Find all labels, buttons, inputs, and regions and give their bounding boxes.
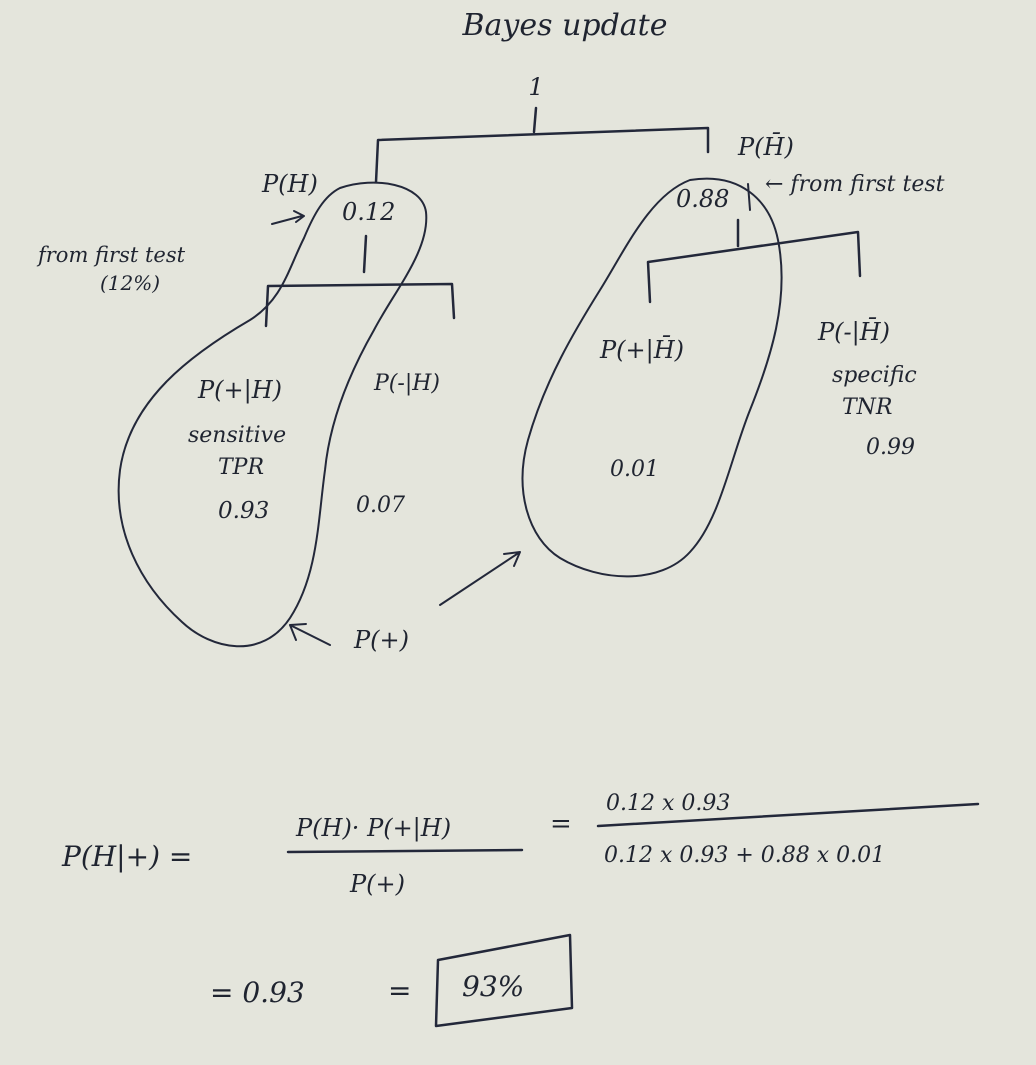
result-value: = 0.93: [210, 976, 305, 1009]
tpr-text: TPR: [218, 455, 264, 480]
p-h-value: 0.12: [342, 198, 395, 226]
bayes-fraction-bar: [286, 848, 524, 854]
result-box: [434, 933, 574, 1028]
p-not-h-label: P(H̄): [737, 133, 794, 161]
left-branch-line: [264, 282, 456, 328]
sensitive-text: sensitive: [188, 423, 286, 448]
left-stem: [362, 234, 368, 274]
p-plus-given-not-h-label: P(+|H̄): [599, 336, 684, 365]
posterior-lhs: P(H|+) =: [61, 840, 192, 873]
right-highlight-loop: [521, 177, 783, 578]
diagram-title: Bayes update: [462, 8, 668, 43]
left-note-arrow: [271, 210, 305, 225]
tnr-value: 0.99: [866, 435, 915, 460]
p-minus-given-not-h-label: P(-|H̄): [817, 318, 890, 347]
bayes-numerator: P(H)· P(+|H): [295, 814, 451, 843]
p-plus-left-arrow: [289, 623, 331, 646]
equals-sign-2: =: [388, 974, 411, 1007]
tpr-value: 0.93: [218, 498, 269, 524]
equals-sign: =: [550, 809, 572, 839]
p-not-h-value: 0.88: [676, 185, 729, 213]
p-h-label: P(H): [261, 170, 318, 198]
tnr-text: TNR: [842, 395, 893, 420]
fnr-value: 0.07: [356, 493, 405, 518]
result-percent: 93%: [462, 970, 524, 1003]
value-marker: [747, 183, 751, 211]
specific-text: specific: [832, 363, 917, 388]
p-plus-right-arrow: [439, 551, 521, 606]
root-label: 1: [528, 73, 543, 101]
p-plus-label: P(+): [353, 626, 409, 654]
left-note-percent: (12%): [100, 271, 160, 295]
numeric-numerator: 0.12 x 0.93: [606, 791, 730, 816]
right-branch-line: [646, 230, 862, 304]
bayes-denominator: P(+): [349, 870, 405, 898]
numeric-fraction-bar: [596, 802, 980, 828]
p-plus-given-h-label: P(+|H): [197, 376, 282, 405]
p-minus-given-h-label: P(-|H): [373, 371, 440, 396]
left-note-text: from first test: [36, 243, 186, 267]
root-stem: [532, 106, 538, 134]
root-branch-line: [374, 126, 710, 184]
left-highlight-loop: [117, 181, 428, 648]
right-note-text: ← from first test: [765, 172, 945, 197]
numeric-denominator: 0.12 x 0.93 + 0.88 x 0.01: [604, 843, 885, 868]
fpr-value: 0.01: [610, 457, 659, 482]
